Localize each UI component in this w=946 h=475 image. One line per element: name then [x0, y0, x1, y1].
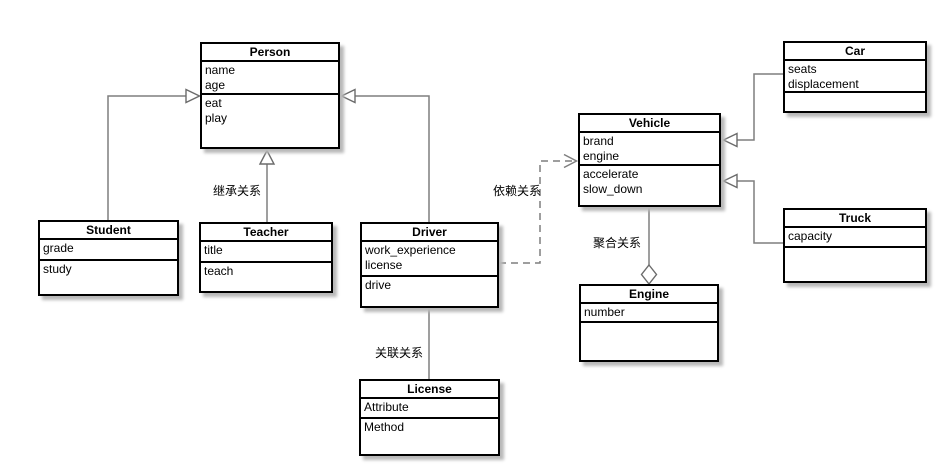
class-methods	[785, 93, 925, 111]
class-methods: study	[43, 262, 72, 276]
class-attributes: number	[581, 304, 717, 323]
class-teacher: Teacher title teach	[199, 222, 333, 293]
class-title: Driver	[362, 224, 497, 242]
class-attributes: Attribute	[361, 399, 498, 419]
label-aggregation: 聚合关系	[593, 236, 642, 250]
class-title: Person	[202, 44, 338, 62]
class-title: Car	[785, 43, 925, 61]
label-inheritance: 继承关系	[213, 184, 262, 198]
class-truck: Truck capacity	[783, 208, 927, 283]
class-car: Car seats displacement	[783, 41, 927, 113]
class-title: Vehicle	[580, 115, 719, 133]
edge-vehicle-engine-aggregation	[640, 207, 658, 286]
label-association: 关联关系	[375, 346, 424, 360]
class-vehicle: Vehicle brand engine accelerate slow_dow…	[578, 113, 721, 207]
class-attributes: name age	[202, 62, 338, 95]
class-title: Truck	[785, 210, 925, 228]
class-attributes: grade	[40, 240, 177, 261]
edge-driver-vehicle-dependency	[499, 153, 579, 264]
class-engine: Engine number	[579, 284, 719, 362]
class-driver: Driver work_experience license drive	[360, 222, 499, 308]
label-dependency: 依赖关系	[493, 184, 542, 198]
class-title: License	[361, 381, 498, 399]
edge-truck-vehicle-inheritance	[721, 173, 783, 244]
class-title: Teacher	[201, 224, 331, 242]
class-title: Student	[40, 222, 177, 240]
class-methods	[785, 248, 925, 281]
class-methods: eat play	[205, 96, 228, 125]
edge-driver-person-inheritance	[339, 88, 430, 222]
class-attributes: capacity	[785, 228, 925, 248]
class-methods	[581, 323, 717, 360]
class-attributes: work_experience license	[362, 242, 497, 277]
class-license: License Attribute Method	[359, 379, 500, 456]
class-attributes: title	[201, 242, 331, 263]
class-student: Student grade study	[38, 220, 179, 296]
class-methods: accelerate slow_down	[583, 167, 643, 196]
class-person: Person name age eat play	[200, 42, 340, 149]
class-attributes: seats displacement	[785, 61, 925, 93]
class-methods: teach	[204, 264, 234, 278]
edge-car-vehicle-inheritance	[721, 73, 783, 148]
class-methods: drive	[365, 278, 392, 292]
class-methods: Method	[364, 420, 405, 434]
edge-teacher-person-inheritance	[258, 148, 276, 222]
class-attributes: brand engine	[580, 133, 719, 166]
edge-student-person-inheritance	[107, 88, 202, 220]
class-title: Engine	[581, 286, 717, 304]
